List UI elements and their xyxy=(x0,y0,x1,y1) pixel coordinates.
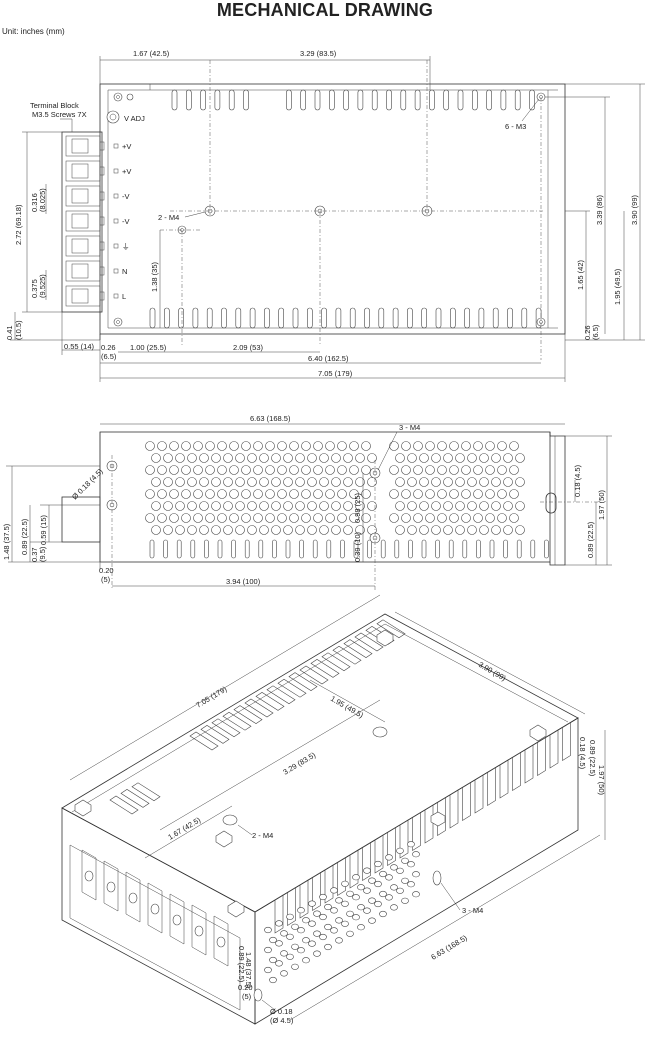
iso-dim-1-97: 1.97 (50) xyxy=(597,765,606,796)
iso-dim-1-48: 1.48 (37.5) xyxy=(244,952,253,989)
terminal-label-0: +V xyxy=(122,142,131,151)
dim-3-94: 3.94 (100) xyxy=(226,577,261,586)
dim-1-95: 1.95 (49.5) xyxy=(613,268,622,305)
side-vent-holes-right xyxy=(389,441,525,535)
iso-dim-7-05: 7.05 (179) xyxy=(194,684,228,710)
terminal-block-label: Terminal Block xyxy=(30,101,79,110)
dim-0-37-b: (9.5) xyxy=(38,546,47,562)
top-vent-slots xyxy=(171,89,535,111)
terminal-label-2: -V xyxy=(122,192,130,201)
m3-label: 6 - M3 xyxy=(505,122,526,131)
dim-0-20-b: (5) xyxy=(101,575,111,584)
terminal-screws-label: M3.5 Screws 7X xyxy=(32,110,87,119)
iso-dim-1-95: 1.95 (49.5) xyxy=(329,694,365,720)
iso-dim-0-89-left: 0.89 (22.5) xyxy=(237,946,246,983)
dim-1-00: 1.00 (25.5) xyxy=(130,343,167,352)
dim-0-316-a: 0.316 xyxy=(30,193,39,212)
terminal-label-6: L xyxy=(122,292,126,301)
iso-front-vent-slots xyxy=(274,721,571,934)
side-vent-holes-left xyxy=(145,441,377,535)
dim-1-48: 1.48 (37.5) xyxy=(2,523,11,560)
dim-1-38: 1.38 (35) xyxy=(150,261,159,292)
dim-0-18-side: 0.18 (4.5) xyxy=(573,464,582,497)
dim-1-65: 1.65 (42) xyxy=(576,259,585,290)
iso-terminal-block xyxy=(69,844,241,1011)
dim-0-20-a: 0.20 xyxy=(99,566,114,575)
dim-2-72: 2.72 (69.18) xyxy=(14,204,23,245)
iso-dim-3-90: 3.90 (99) xyxy=(477,660,508,683)
v-adj-potentiometer-icon xyxy=(106,110,120,124)
terminal-label-3: -V xyxy=(122,217,130,226)
iso-dim-1-67: 1.67 (42.5) xyxy=(166,815,202,842)
side-bottom-slots xyxy=(149,539,549,559)
m4-label: 2 - M4 xyxy=(158,213,179,222)
iso-dim-0-18: 0.18 (4.5) xyxy=(578,737,587,770)
iso-dim-0-89: 0.89 (22.5) xyxy=(588,740,597,777)
dim-0-89: 0.89 (22.5) xyxy=(20,518,29,555)
iso-dim-3-29: 3.29 (83.5) xyxy=(281,750,317,777)
iso-dim-0-20-b: (5) xyxy=(242,992,252,1001)
dim-1-97: 1.97 (50) xyxy=(597,489,606,520)
iso-m4-top-label: 2 - M4 xyxy=(252,831,273,840)
dim-0-26-h-b: (6.5) xyxy=(101,352,117,361)
bottom-vent-slots xyxy=(149,307,542,329)
iso-end-face xyxy=(61,807,256,1025)
dim-0-375-a: 0.375 xyxy=(30,279,39,298)
iso-top-face xyxy=(61,613,579,913)
isometric-view: 3.90 (99) 7.05 (179) 1.95 (49.5) 3.29 (8… xyxy=(61,594,606,1025)
dim-2-09: 2.09 (53) xyxy=(233,343,264,352)
iso-dia-b: (Ø 4.5) xyxy=(270,1016,294,1025)
dim-0-26-h-a: 0.26 xyxy=(101,343,116,352)
dim-0-98: 0.98 (25) xyxy=(353,492,362,523)
unit-label: Unit: inches (mm) xyxy=(2,27,65,36)
dim-0-55: 0.55 (14) xyxy=(64,342,95,351)
dim-3-39: 3.39 (86) xyxy=(595,194,604,225)
dim-0-316-b: (8.025) xyxy=(38,188,47,212)
dim-top-left: 1.67 (42.5) xyxy=(133,49,170,58)
terminal-label-5: N xyxy=(122,267,127,276)
dim-0-41-a: 0.41 xyxy=(5,325,14,340)
dim-0-375-b: (9.525) xyxy=(38,274,47,298)
page-title: MECHANICAL DRAWING xyxy=(216,0,434,20)
top-view-outline xyxy=(99,83,566,335)
dim-3-90: 3.90 (99) xyxy=(630,194,639,225)
dim-0-89-right: 0.89 (22.5) xyxy=(586,521,595,558)
dim-0-59: 0.59 (15) xyxy=(39,514,48,545)
terminal-label-1: +V xyxy=(122,167,131,176)
terminal-label-4: ⏚ xyxy=(122,242,130,251)
dim-0-26-b: (6.5) xyxy=(591,324,600,340)
m4-label-side: 3 - M4 xyxy=(399,423,420,432)
iso-dim-0-20: 0.20 xyxy=(238,983,253,992)
iso-dia-a: Ø 0.18 xyxy=(270,1007,293,1016)
dim-6-40: 6.40 (162.5) xyxy=(308,354,349,363)
dim-6-63: 6.63 (168.5) xyxy=(250,414,291,423)
iso-front-vent-holes xyxy=(264,841,420,984)
dim-0-39: 0.39 (10) xyxy=(353,531,362,562)
dim-0-26-a: 0.26 xyxy=(583,325,592,340)
iso-dim-6-63: 6.63 (168.5) xyxy=(429,933,469,962)
side-view: 6.63 (168.5) 3 - M4 Ø 0.18 (4.5) 1.48 (3… xyxy=(2,414,612,590)
terminal-block xyxy=(61,131,119,313)
iso-m4-side-label: 3 - M4 xyxy=(462,906,483,915)
dim-0-37-a: 0.37 xyxy=(30,547,39,562)
top-view: V ADJ Terminal Block M3.5 Screws 7X +V +V… xyxy=(5,49,645,382)
dim-0-41-b: (10.5) xyxy=(14,320,23,340)
mounting-holes xyxy=(113,92,546,327)
dim-top-mid: 3.29 (83.5) xyxy=(300,49,337,58)
v-adj-label: V ADJ xyxy=(124,114,145,123)
dim-7-05: 7.05 (179) xyxy=(318,369,353,378)
